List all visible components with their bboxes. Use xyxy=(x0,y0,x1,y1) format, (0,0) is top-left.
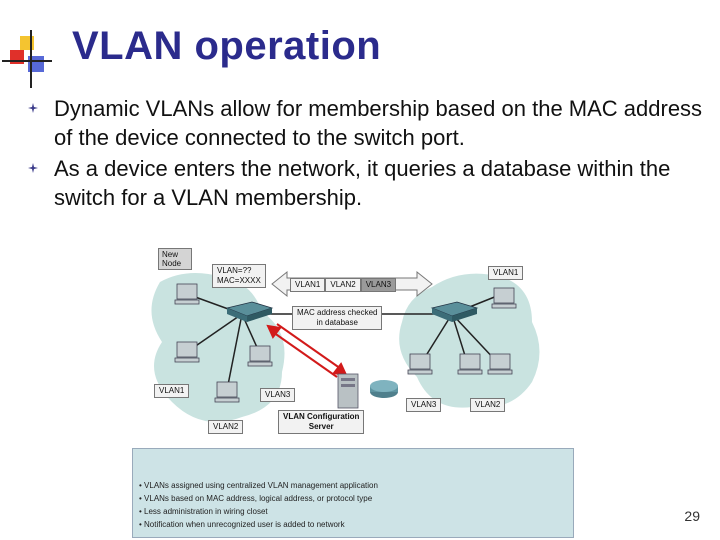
router-icon xyxy=(370,380,398,398)
vlan-banner: VLAN1 VLAN2 VLAN3 xyxy=(290,278,397,292)
banner-vlan3: VLAN3 xyxy=(360,278,397,292)
page-number: 29 xyxy=(684,508,700,524)
vlan-query-line: VLAN=?? xyxy=(217,266,252,275)
mac-check-line1: MAC address checked xyxy=(297,308,378,317)
mac-query-line: MAC=XXXX xyxy=(217,276,261,285)
note-item: VLANs based on MAC address, logical addr… xyxy=(139,492,378,505)
note-item: VLANs assigned using centralized VLAN ma… xyxy=(139,479,378,492)
server-label: VLAN Configuration Server xyxy=(278,410,365,434)
pc-icon xyxy=(214,381,240,403)
note-item: Less administration in wiring closet xyxy=(139,505,378,518)
bullet-item: As a device enters the network, it queri… xyxy=(26,154,706,212)
notes-list: VLANs assigned using centralized VLAN ma… xyxy=(139,479,378,531)
bullet-icon xyxy=(28,163,38,173)
bullet-icon xyxy=(28,103,38,113)
pc-icon xyxy=(174,341,200,363)
notes-panel: VLANs assigned using centralized VLAN ma… xyxy=(132,448,574,538)
pc-icon xyxy=(487,353,513,375)
new-node-label: New Node xyxy=(158,248,192,270)
pc-label-vlan3-right: VLAN3 xyxy=(406,398,442,412)
server-label-line2: Server xyxy=(308,422,334,431)
switch-icon xyxy=(430,301,479,322)
pc-label-vlan1-left: VLAN1 xyxy=(154,384,190,398)
pc-icon xyxy=(457,353,483,375)
pc-label-vlan2-right: VLAN2 xyxy=(470,398,506,412)
network-diagram: New Node VLAN=?? MAC=XXXX VLAN1 VLAN2 VL… xyxy=(132,242,582,538)
banner-vlan2: VLAN2 xyxy=(325,278,361,292)
pc-icon xyxy=(247,345,273,367)
pc-icon xyxy=(407,353,433,375)
switch-icon xyxy=(225,301,274,322)
note-item: Notification when unrecognized user is a… xyxy=(139,518,378,531)
bullet-text: Dynamic VLANs allow for membership based… xyxy=(54,96,703,150)
slide-logo xyxy=(2,30,52,88)
bullet-text: As a device enters the network, it queri… xyxy=(54,156,671,210)
mac-check-line2: in database xyxy=(316,318,358,327)
pc-label-vlan2-left: VLAN2 xyxy=(208,420,244,434)
pc-label-vlan3-left: VLAN3 xyxy=(260,388,296,402)
mac-check-label: MAC address checked in database xyxy=(292,306,383,330)
server-label-line1: VLAN Configuration xyxy=(283,412,360,421)
pc-icon xyxy=(174,283,200,305)
bullet-item: Dynamic VLANs allow for membership based… xyxy=(26,94,706,152)
pc-label-vlan1-right: VLAN1 xyxy=(488,266,524,280)
server-icon xyxy=(337,373,359,409)
vlan-query-label: VLAN=?? MAC=XXXX xyxy=(212,264,266,288)
pc-icon xyxy=(491,287,517,309)
slide-title: VLAN operation xyxy=(72,24,382,68)
banner-vlan1: VLAN1 xyxy=(290,278,326,292)
bullet-list: Dynamic VLANs allow for membership based… xyxy=(26,94,706,214)
